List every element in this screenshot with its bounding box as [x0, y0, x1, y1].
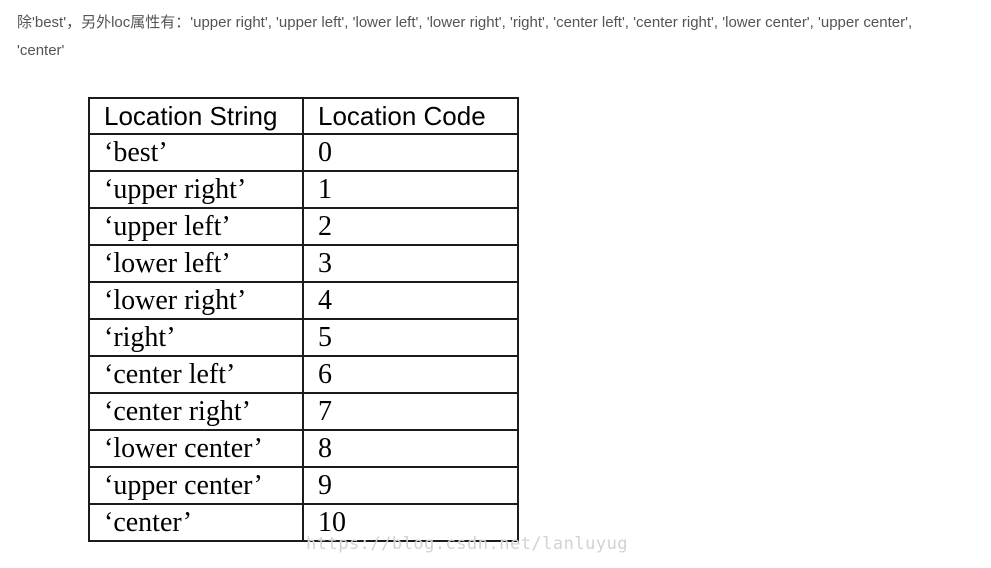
cell-location-code: 0 [302, 133, 519, 172]
cell-location-string: ‘center right’ [88, 392, 304, 431]
table-header-row: Location String Location Code [88, 97, 519, 135]
cell-location-string: ‘lower left’ [88, 244, 304, 283]
cell-location-string: ‘upper right’ [88, 170, 304, 209]
table-row: ‘best’ 0 [88, 133, 519, 172]
cell-location-code: 6 [302, 355, 519, 394]
table-row: ‘lower center’ 8 [88, 429, 519, 468]
table-row: ‘center left’ 6 [88, 355, 519, 394]
cell-location-code: 8 [302, 429, 519, 468]
table-row: ‘lower right’ 4 [88, 281, 519, 320]
cell-location-code: 9 [302, 466, 519, 505]
csdn-watermark: https://blog.csdn.net/lanluyug [306, 534, 629, 554]
cell-location-code: 7 [302, 392, 519, 431]
cell-location-string: ‘center’ [88, 503, 304, 542]
cell-location-string: ‘right’ [88, 318, 304, 357]
cell-location-string: ‘best’ [88, 133, 304, 172]
cell-location-code: 3 [302, 244, 519, 283]
header-cell-location-code: Location Code [302, 97, 519, 135]
cell-location-string: ‘upper center’ [88, 466, 304, 505]
cell-location-string: ‘center left’ [88, 355, 304, 394]
intro-line-2: 'center' [17, 42, 65, 59]
cell-location-code: 4 [302, 281, 519, 320]
intro-line-1: 除'best'，另外loc属性有：'upper right', 'upper l… [17, 14, 913, 31]
cell-location-code: 5 [302, 318, 519, 357]
location-code-table: Location String Location Code ‘best’ 0 ‘… [88, 97, 519, 542]
table-row: ‘right’ 5 [88, 318, 519, 357]
table-row: ‘upper right’ 1 [88, 170, 519, 209]
intro-paragraph: 除'best'，另外loc属性有：'upper right', 'upper l… [17, 9, 982, 65]
table-row: ‘center’ 10 [88, 503, 519, 542]
table-row: ‘lower left’ 3 [88, 244, 519, 283]
cell-location-code: 2 [302, 207, 519, 246]
cell-location-string: ‘upper left’ [88, 207, 304, 246]
table-row: ‘center right’ 7 [88, 392, 519, 431]
cell-location-string: ‘lower right’ [88, 281, 304, 320]
cell-location-code: 10 [302, 503, 519, 542]
header-cell-location-string: Location String [88, 97, 304, 135]
cell-location-string: ‘lower center’ [88, 429, 304, 468]
cell-location-code: 1 [302, 170, 519, 209]
table-row: ‘upper left’ 2 [88, 207, 519, 246]
table-row: ‘upper center’ 9 [88, 466, 519, 505]
